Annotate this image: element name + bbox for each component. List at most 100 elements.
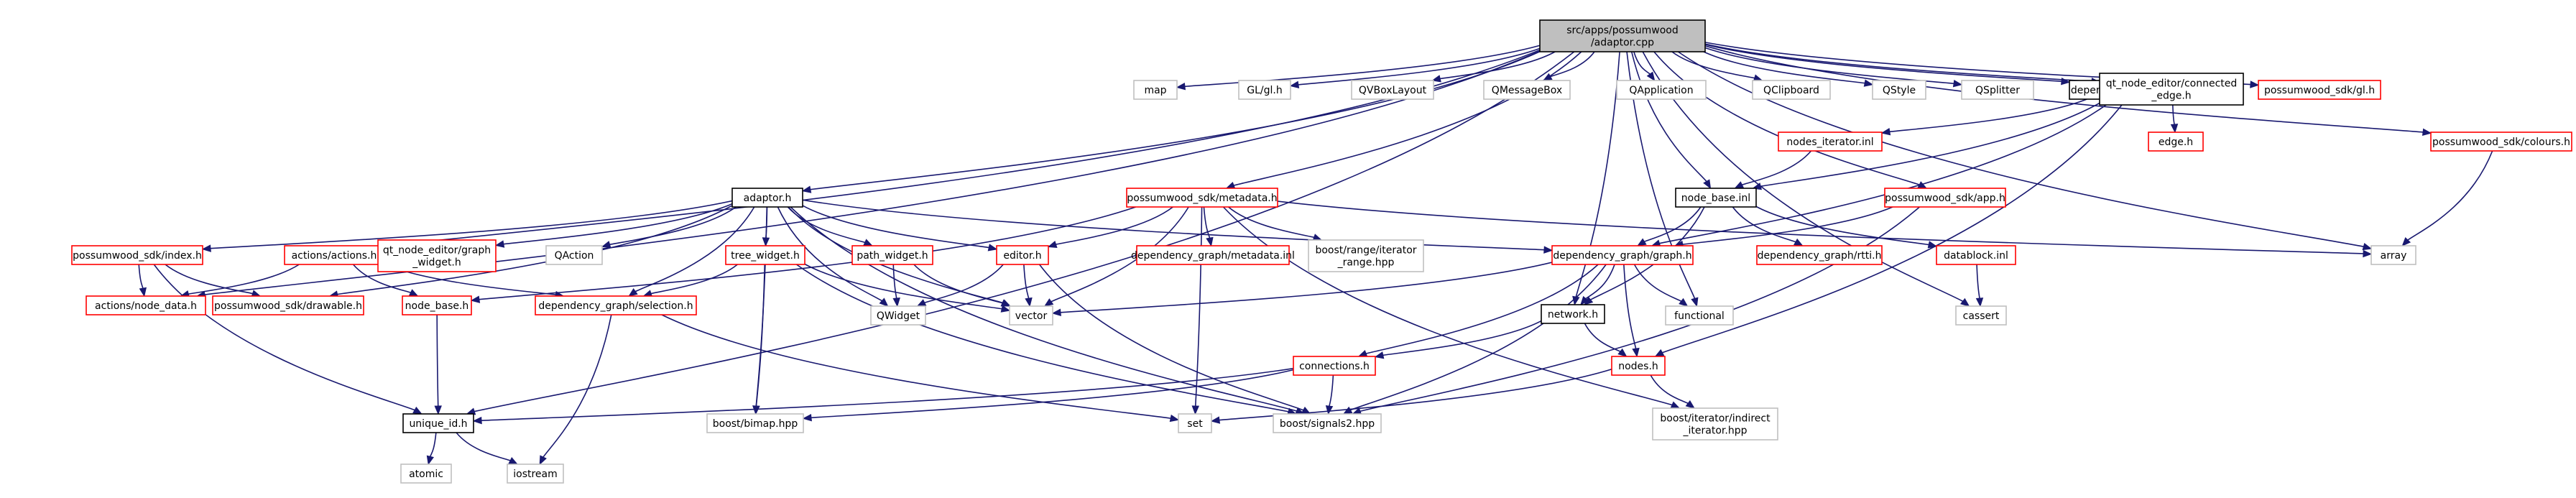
edge-connh-to-signals2 xyxy=(1325,374,1334,415)
node-label: possumwood_sdk/metadata.h xyxy=(1127,193,1277,204)
edge-metadatah-to-boostrange xyxy=(1228,206,1323,241)
edge-root-to-cassert xyxy=(1642,51,1970,307)
node-functional[interactable]: functional xyxy=(1665,305,1734,326)
node-qaction[interactable]: QAction xyxy=(545,245,603,265)
node-bimap[interactable]: boost/bimap.hpp xyxy=(706,413,804,433)
edge-arrowhead xyxy=(1206,236,1214,247)
edge-arrowhead xyxy=(1734,181,1745,189)
edge-line xyxy=(1650,374,1689,405)
edge-nodebaseinl-to-dgrtti xyxy=(1732,206,1804,246)
node-indirect[interactable]: boost/iterator/indirect_iterator.hpp xyxy=(1652,407,1778,441)
node-qtge[interactable]: qt_node_editor/graph_widget.h xyxy=(377,239,497,272)
edge-arrowhead xyxy=(139,287,147,298)
node-box xyxy=(1541,304,1605,324)
node-box xyxy=(706,413,804,433)
edge-dgsel-to-iostream xyxy=(539,314,612,466)
node-nodebaseinl[interactable]: node_base.inl xyxy=(1675,188,1757,208)
edge-root-to-map xyxy=(1176,45,1541,91)
node-label: dependency_graph/graph.h xyxy=(1553,250,1691,262)
edge-line xyxy=(456,432,511,461)
node-box xyxy=(545,245,603,265)
node-connh[interactable]: connections.h xyxy=(1293,356,1376,376)
node-box xyxy=(851,245,933,265)
edge-line xyxy=(1060,262,1553,313)
node-qwidget[interactable]: QWidget xyxy=(870,305,926,326)
node-label: possumwood_sdk/drawable.h xyxy=(214,300,362,312)
node-label: possumwood_sdk/app.h xyxy=(1885,193,2005,204)
node-box xyxy=(535,295,697,315)
edge-dggraph-to-networkh xyxy=(1580,264,1615,306)
edge-line xyxy=(2172,104,2175,125)
node-datablock[interactable]: datablock.inl xyxy=(1936,245,2016,265)
node-nodesiter[interactable]: nodes_iterator.inl xyxy=(1778,132,1883,152)
node-array[interactable]: array xyxy=(2370,245,2416,265)
edge-line xyxy=(1350,264,1607,411)
node-metadatah[interactable]: possumwood_sdk/metadata.h xyxy=(1126,188,1278,208)
node-root[interactable]: src/apps/possumwood/adaptor.cpp xyxy=(1539,19,1706,52)
node-qmsg[interactable]: QMessageBox xyxy=(1483,80,1571,100)
node-adaptorh[interactable]: adaptor.h xyxy=(731,188,803,208)
node-actionsh[interactable]: actions/actions.h xyxy=(284,245,384,265)
node-atomic[interactable]: atomic xyxy=(400,464,452,484)
edge-arrowhead xyxy=(1654,349,1665,357)
node-label: src/apps/possumwood xyxy=(1566,25,1679,37)
node-qapp[interactable]: QApplication xyxy=(1616,80,1707,100)
node-uniqueid[interactable]: unique_id.h xyxy=(402,413,474,433)
node-box xyxy=(1551,245,1694,265)
edge-arrowhead xyxy=(1225,181,1236,189)
node-glgl[interactable]: GL/gl.h xyxy=(1238,80,1291,100)
node-label: dependency_graph/metadata.inl xyxy=(1131,250,1295,262)
node-nodebaseh[interactable]: node_base.h xyxy=(402,295,472,315)
node-dggraph[interactable]: dependency_graph/graph.h xyxy=(1551,245,1694,265)
edge-arrowhead xyxy=(916,299,927,307)
edge-line xyxy=(1760,98,2107,188)
node-vector[interactable]: vector xyxy=(1009,305,1053,326)
node-appbh[interactable]: possumwood_sdk/app.h xyxy=(1884,188,2006,208)
edge-adaptorh-to-qtge xyxy=(494,203,733,248)
node-treew[interactable]: tree_widget.h xyxy=(725,245,805,265)
node-edgeh[interactable]: edge.h xyxy=(2148,132,2204,152)
edge-arrowhead xyxy=(1191,405,1200,415)
edge-arrowhead xyxy=(1325,405,1334,415)
node-box xyxy=(1611,356,1666,376)
node-dgrtti[interactable]: dependency_graph/rtti.h xyxy=(1756,245,1883,265)
node-signals2[interactable]: boost/signals2.hpp xyxy=(1273,413,1382,433)
node-qclip[interactable]: QClipboard xyxy=(1752,80,1831,100)
node-dgmeta[interactable]: dependency_graph/metadata.inl xyxy=(1131,245,1295,265)
node-label: QStyle xyxy=(1883,85,1916,96)
node-label: dependency_graph/rtti.h xyxy=(1758,250,1882,262)
node-dgsel[interactable]: dependency_graph/selection.h xyxy=(535,295,697,315)
node-iostream[interactable]: iostream xyxy=(507,464,564,484)
node-sdkgl[interactable]: possumwood_sdk/gl.h xyxy=(2258,80,2381,100)
node-colours[interactable]: possumwood_sdk/colours.h xyxy=(2430,132,2572,152)
node-indexh[interactable]: possumwood_sdk/index.h xyxy=(71,245,203,265)
node-boostrange[interactable]: boost/range/iterator_range.hpp xyxy=(1308,239,1424,272)
node-pathw[interactable]: path_widget.h xyxy=(851,245,933,265)
edge-arrowhead xyxy=(2170,124,2179,134)
node-nodesh[interactable]: nodes.h xyxy=(1611,356,1666,376)
node-cassert[interactable]: cassert xyxy=(1955,305,2007,326)
node-actnodedata[interactable]: actions/node_data.h xyxy=(86,295,206,315)
node-label: qt_node_editor/connected xyxy=(2106,78,2238,90)
node-label: node_base.h xyxy=(405,300,469,312)
node-qvbox[interactable]: QVBoxLayout xyxy=(1351,80,1434,100)
node-map[interactable]: map xyxy=(1133,80,1178,100)
edge-arrowhead xyxy=(1000,305,1011,313)
edge-nodebaseinl-to-dggraph xyxy=(1637,206,1702,246)
node-qstyle[interactable]: QStyle xyxy=(1872,80,1926,100)
node-editorh[interactable]: editor.h xyxy=(996,245,1049,265)
node-box xyxy=(402,295,472,315)
node-box xyxy=(1652,407,1778,441)
edge-nodesiter-to-nodebaseinl xyxy=(1734,150,1812,189)
node-box xyxy=(1616,80,1707,100)
edge-line xyxy=(1382,320,1542,356)
node-qsplit[interactable]: QSplitter xyxy=(1961,80,2034,100)
edge-arrowhead xyxy=(508,457,519,465)
edge-arrowhead xyxy=(863,239,873,246)
node-drawable[interactable]: possumwood_sdk/drawable.h xyxy=(212,295,364,315)
node-qtce[interactable]: qt_node_editor/connected_edge.h xyxy=(2099,73,2244,106)
node-label: set xyxy=(1187,418,1203,430)
node-label: edge.h xyxy=(2159,137,2193,148)
node-set[interactable]: set xyxy=(1178,413,1212,433)
node-networkh[interactable]: network.h xyxy=(1541,304,1605,324)
